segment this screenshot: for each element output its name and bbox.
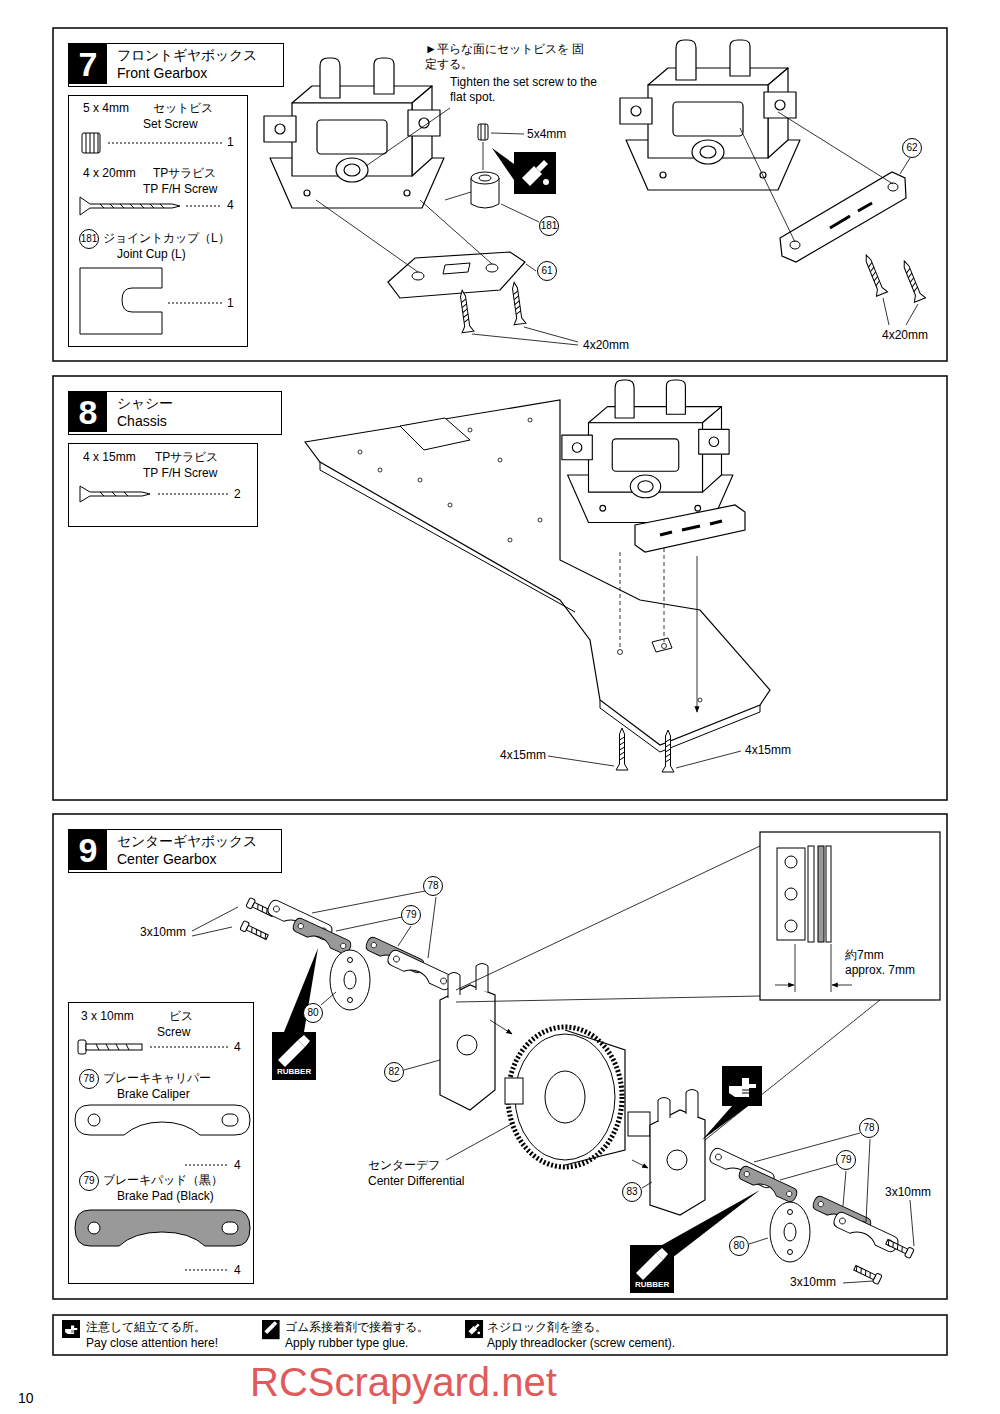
part-size: 4 x 20mm <box>83 166 136 181</box>
quantity: 1 <box>227 135 234 150</box>
part-size: 3 x 10mm <box>81 1009 134 1024</box>
callout-number: 80 <box>303 1003 323 1023</box>
callout-number: 62 <box>902 138 922 158</box>
dimension-label: 4x20mm <box>882 328 928 343</box>
step-number: 7 <box>69 44 107 84</box>
part-name: Screw <box>157 1025 190 1040</box>
dimension-label: 3x10mm <box>140 925 186 940</box>
step-title: シャシー <box>117 395 173 413</box>
icon-text: RUBBER <box>277 1067 311 1077</box>
callout-number: 79 <box>401 905 421 925</box>
step-title: Chassis <box>117 413 167 431</box>
dimension-label: 4x15mm <box>745 743 791 758</box>
part-name: TPサラビス <box>153 166 216 181</box>
callout-number: 78 <box>859 1118 879 1138</box>
step-title: センターギヤボックス <box>117 833 257 851</box>
step-title-box: 8 シャシーChassis <box>68 391 282 435</box>
dotted-leader <box>108 143 229 1270</box>
legend-text: ゴム系接着剤で接着する。 <box>285 1320 429 1335</box>
quantity: 4 <box>234 1040 241 1055</box>
step-title-box: 7 フロントギヤボックスFront Gearbox <box>68 43 284 87</box>
dimension-label: 4x15mm <box>500 748 546 763</box>
quantity: 4 <box>234 1158 241 1173</box>
dimension-label: approx. 7mm <box>845 963 915 978</box>
quantity: 1 <box>227 296 234 311</box>
quantity: 4 <box>227 198 234 213</box>
callout-number: 79 <box>836 1150 856 1170</box>
quantity: 4 <box>234 1263 241 1278</box>
parts-list-box: 3 x 10mm ビスScrew 4 78 ブレーキキャリパーBrake Caliper… <box>68 1002 254 1284</box>
center-gearbox-drawing <box>192 832 940 1293</box>
front-gearbox-drawing <box>264 40 926 345</box>
dimension-label: 4x20mm <box>583 338 629 353</box>
legend-text: 注意して組立てる所。 <box>86 1320 206 1335</box>
assembly-note: Tighten the set screw to the flat spot. <box>450 75 600 105</box>
part-name: セットビス <box>153 101 213 116</box>
quantity: 2 <box>234 487 241 502</box>
part-size: 5 x 4mm <box>83 101 129 116</box>
callout-number: 78 <box>423 876 443 896</box>
callout-number: 79 <box>79 1171 99 1191</box>
part-name: TPサラビス <box>155 450 218 465</box>
parts-list-box: 4 x 15mm TPサラビスTP F/H Screw 2 <box>68 443 258 527</box>
step-number: 9 <box>69 830 107 870</box>
part-name: Center Differential <box>368 1174 465 1189</box>
part-name: ジョイントカップ（L） <box>103 231 230 246</box>
watermark: RCScrapyard.net <box>250 1357 557 1407</box>
step-title-box: 9 センターギヤボックスCenter Gearbox <box>68 829 282 873</box>
legend-text: Pay close attention here! <box>86 1336 218 1351</box>
dimension-label: 3x10mm <box>885 1185 931 1200</box>
part-name: ビス <box>169 1009 193 1024</box>
part-name: TP F/H Screw <box>143 182 217 197</box>
callout-number: 181 <box>539 216 559 236</box>
dimension-label: 3x10mm <box>790 1275 836 1290</box>
callout-number: 78 <box>79 1069 99 1089</box>
parts-list-box: 5 x 4mm セットビスSet Screw 1 4 x 20mm TPサラビスTP F… <box>68 95 248 347</box>
icon-text: RUBBER <box>635 1280 669 1290</box>
assembly-note: ►平らな面にセットビスを 固定する。 <box>425 42 589 72</box>
callout-number: 181 <box>79 229 99 249</box>
dimension-label: 約7mm <box>845 948 884 963</box>
part-name: ブレーキパッド（黒） <box>103 1173 223 1188</box>
legend-text: ネジロック剤を塗る。 <box>487 1320 607 1335</box>
part-name: Set Screw <box>143 117 198 132</box>
callout-number: 83 <box>622 1182 642 1202</box>
page-number: 10 <box>18 1390 34 1408</box>
legend-text: Apply threadlocker (screw cement). <box>487 1336 675 1351</box>
step-title: Front Gearbox <box>117 65 207 83</box>
callout-number: 61 <box>537 261 557 281</box>
step-number: 8 <box>69 392 107 432</box>
legend-text: Apply rubber type glue. <box>285 1336 408 1351</box>
step-title: Center Gearbox <box>117 851 217 869</box>
part-name: センターデフ <box>368 1158 440 1173</box>
chassis-drawing <box>305 380 770 772</box>
callout-number: 82 <box>384 1062 404 1082</box>
step-title: フロントギヤボックス <box>117 47 257 65</box>
part-size: 4 x 15mm <box>83 450 136 465</box>
part-name: ブレーキキャリパー <box>103 1071 211 1086</box>
step-panel <box>53 28 947 1355</box>
dimension-label: 5x4mm <box>527 127 566 142</box>
part-name: Brake Pad (Black) <box>117 1189 214 1204</box>
callout-number: 80 <box>729 1236 749 1256</box>
part-name: Brake Caliper <box>117 1087 190 1102</box>
part-name: Joint Cup (L) <box>117 247 186 262</box>
part-name: TP F/H Screw <box>143 466 217 481</box>
